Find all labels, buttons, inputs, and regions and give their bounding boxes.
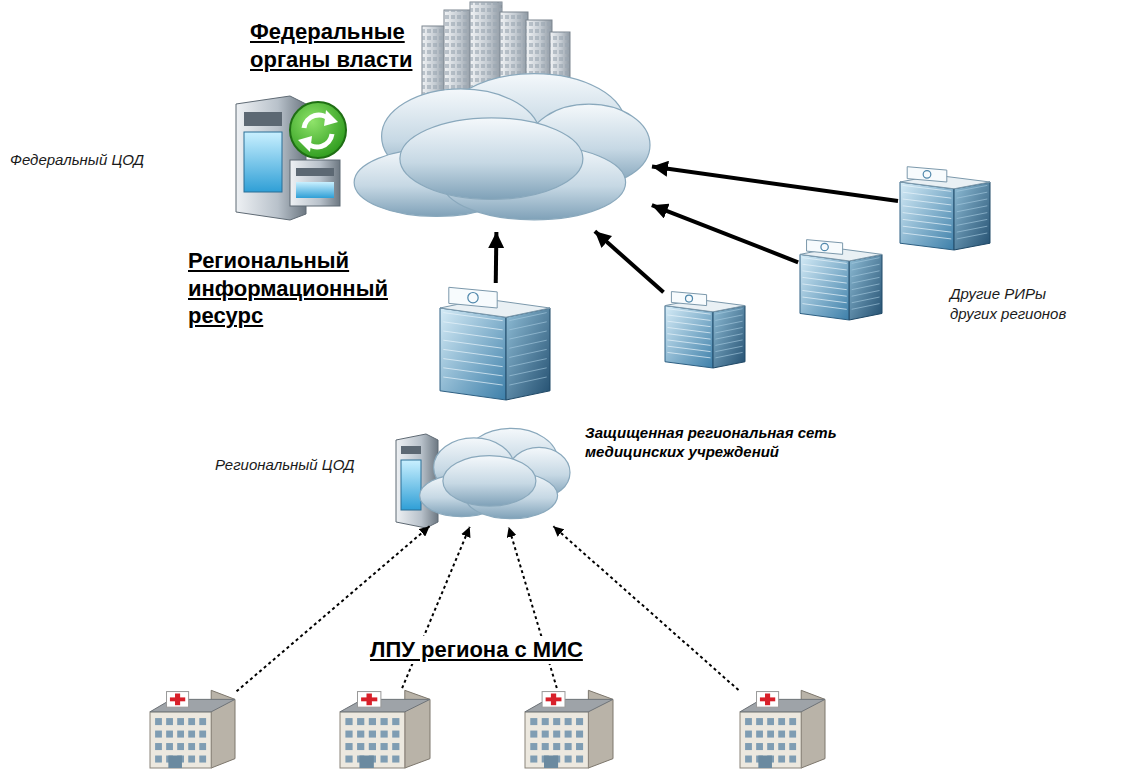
node-label: Другие РИРы других регионов	[950, 284, 1090, 323]
hospital-front	[340, 712, 405, 768]
hospital-front	[525, 712, 588, 768]
other-region-resource	[665, 290, 745, 368]
dotted-arrow	[509, 527, 557, 688]
hospital-shape	[525, 690, 613, 768]
hospital-shape	[150, 690, 235, 768]
building-side	[954, 182, 990, 250]
heading-label: Региональный информационный ресурс	[188, 247, 428, 330]
building-face	[900, 182, 954, 250]
hospital-front	[740, 712, 801, 768]
data-arrow	[652, 205, 798, 262]
hospital-front	[150, 712, 211, 768]
hospital	[340, 690, 430, 768]
federal-cloud: Федеральные органы власти	[345, 60, 650, 230]
building-sign	[671, 292, 706, 306]
other-region-resource-shape	[800, 238, 882, 320]
building-sign	[807, 240, 843, 255]
hospital	[150, 690, 235, 768]
other-region-resource-shape	[900, 165, 990, 250]
cloud-puff	[443, 456, 536, 506]
data-arrow	[652, 167, 898, 201]
other-region-resource-shape	[665, 290, 745, 368]
hospital-roof	[740, 699, 825, 711]
hospital-shape	[340, 690, 430, 768]
cross-sign	[357, 692, 380, 708]
regional-resource: Региональный информационный ресурс	[440, 285, 550, 400]
hospital-roof	[340, 699, 430, 711]
cross-sign	[757, 692, 779, 708]
datacenter-label: Региональный ЦОД	[215, 455, 354, 475]
dotted-arrow	[237, 526, 430, 691]
heading-label: ЛПУ региона с МИС	[366, 636, 587, 664]
building-face	[440, 308, 506, 400]
cross-sign	[542, 692, 565, 708]
regional-network-cloud-shape	[415, 420, 570, 525]
building-side	[506, 308, 550, 400]
dotted-arrow	[553, 526, 738, 690]
building-face	[665, 306, 713, 368]
heading-label: Федеральные органы власти	[250, 18, 425, 73]
regional-resource-shape	[440, 285, 550, 400]
node-label: Защищенная региональная сеть медицинских…	[585, 424, 915, 462]
hospital-group: ЛПУ региона с МИС	[140, 632, 840, 770]
data-arrow	[595, 231, 664, 292]
building-sign	[907, 167, 947, 182]
sign-mark	[923, 171, 931, 179]
building-face	[800, 254, 849, 320]
hospital-roof	[150, 699, 235, 711]
dotted-arrow	[402, 527, 470, 688]
building-sign	[449, 287, 497, 308]
federal-server	[236, 96, 346, 220]
hospital-roof	[525, 699, 613, 711]
regional-network-cloud: Защищенная региональная сеть медицинских…	[415, 420, 570, 525]
cloud-puff	[400, 118, 583, 200]
hospital	[525, 690, 613, 768]
other-region-resource: Другие РИРы других регионов	[800, 238, 882, 320]
hospital	[740, 690, 825, 768]
cross-sign	[167, 692, 189, 708]
hospital-shape	[740, 690, 825, 768]
datacenter-label: Федеральный ЦОД	[10, 150, 144, 170]
building-side	[713, 306, 745, 368]
data-arrow	[494, 232, 499, 283]
other-region-resource	[900, 165, 990, 250]
sign-mark	[468, 292, 478, 302]
federal-cloud-shape	[345, 60, 650, 230]
sign-mark	[821, 243, 828, 250]
sign-mark	[685, 295, 692, 302]
building-side	[849, 254, 882, 320]
